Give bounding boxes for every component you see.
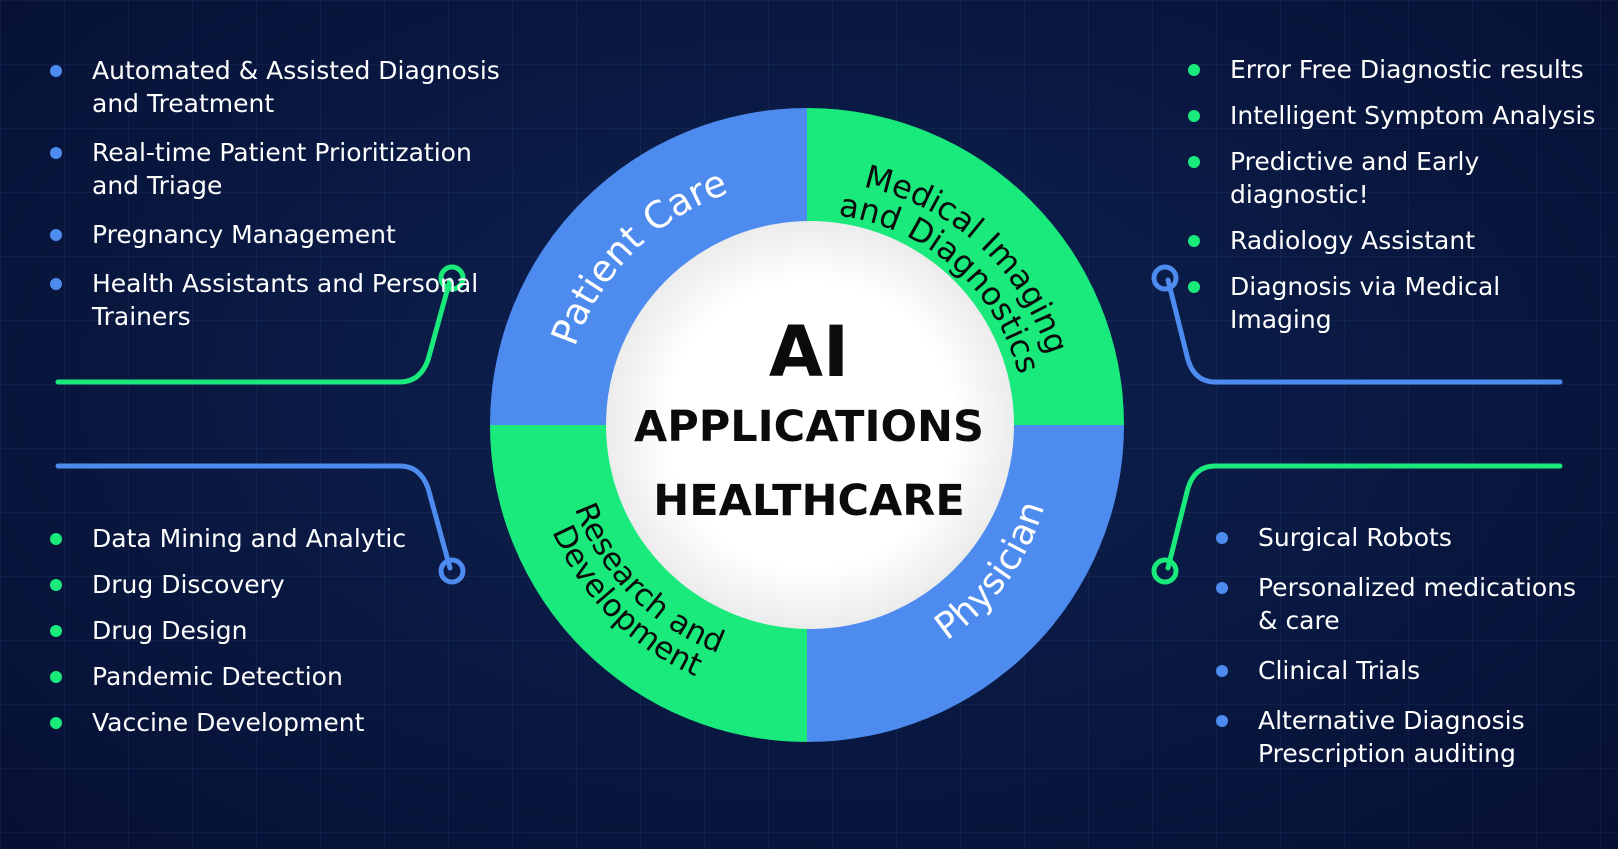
list-item-text: Data Mining and Analytic bbox=[92, 524, 407, 553]
bullet-dot-icon bbox=[1216, 715, 1228, 727]
list-item: Health Assistants and Personal Trainers bbox=[50, 267, 520, 333]
list-item-text: Pandemic Detection bbox=[92, 662, 343, 691]
list-item: Drug Design bbox=[50, 614, 470, 647]
connector-patient-care bbox=[55, 277, 453, 385]
center-title-applications: APPLICATIONS bbox=[633, 402, 985, 452]
list-item: Automated & Assisted Diagnosis and Treat… bbox=[50, 54, 520, 120]
bullet-dot-icon bbox=[50, 671, 62, 683]
connector-physician bbox=[1165, 463, 1563, 571]
list-item: Pregnancy Management bbox=[50, 218, 520, 251]
center-title-ai: AI bbox=[768, 311, 850, 393]
connector-rnd bbox=[55, 463, 453, 571]
list-item: Drug Discovery bbox=[50, 568, 470, 601]
bullet-dot-icon bbox=[50, 229, 62, 241]
list-item: Intelligent Symptom Analysis bbox=[1188, 99, 1608, 132]
bullet-dot-icon bbox=[50, 147, 62, 159]
bullet-dot-icon bbox=[1188, 235, 1200, 247]
patient-care-list: Automated & Assisted Diagnosis and Treat… bbox=[50, 54, 520, 349]
bullet-dot-icon bbox=[1216, 582, 1228, 594]
list-item-text: Radiology Assistant bbox=[1230, 226, 1475, 255]
list-item: Diagnosis via Medical Imaging bbox=[1188, 270, 1608, 336]
list-item-text: Vaccine Development bbox=[92, 708, 365, 737]
list-item: Surgical Robots bbox=[1216, 521, 1596, 554]
list-item: Clinical Trials bbox=[1216, 654, 1596, 687]
bullet-dot-icon bbox=[50, 625, 62, 637]
connector-node-rnd bbox=[438, 557, 466, 585]
list-item-text: Predictive and Early diagnostic! bbox=[1230, 147, 1480, 209]
list-item: Pandemic Detection bbox=[50, 660, 470, 693]
center-title-healthcare: HEALTHCARE bbox=[653, 476, 965, 526]
bullet-dot-icon bbox=[1188, 110, 1200, 122]
list-item: Personalized medications & care bbox=[1216, 571, 1596, 637]
bullet-dot-icon bbox=[50, 717, 62, 729]
list-item: Predictive and Early diagnostic! bbox=[1188, 145, 1608, 211]
list-item-text: Error Free Diagnostic results bbox=[1230, 55, 1584, 84]
list-item: Data Mining and Analytic bbox=[50, 522, 470, 555]
bullet-dot-icon bbox=[50, 533, 62, 545]
list-item-text: Real-time Patient Prioritization and Tri… bbox=[92, 138, 472, 200]
bullet-dot-icon bbox=[1188, 281, 1200, 293]
bullet-dot-icon bbox=[1188, 64, 1200, 76]
physician-list: Surgical Robots Personalized medications… bbox=[1216, 521, 1596, 787]
research-development-list: Data Mining and Analytic Drug Discovery … bbox=[50, 522, 470, 752]
bullet-dot-icon bbox=[1216, 665, 1228, 677]
connector-node-patient-care bbox=[438, 264, 466, 292]
list-item: Real-time Patient Prioritization and Tri… bbox=[50, 136, 520, 202]
connector-imaging bbox=[1165, 277, 1563, 385]
connector-node-physician bbox=[1151, 557, 1179, 585]
list-item: Alternative Diagnosis Prescription audit… bbox=[1216, 704, 1596, 770]
bullet-dot-icon bbox=[50, 579, 62, 591]
list-item-text: Drug Discovery bbox=[92, 570, 285, 599]
list-item-text: Clinical Trials bbox=[1258, 656, 1421, 685]
center-disc bbox=[606, 221, 1014, 629]
list-item: Radiology Assistant bbox=[1188, 224, 1608, 257]
bullet-dot-icon bbox=[1188, 156, 1200, 168]
list-item-text: Health Assistants and Personal Trainers bbox=[92, 269, 479, 331]
list-item-text: Alternative Diagnosis Prescription audit… bbox=[1258, 706, 1525, 768]
list-item: Error Free Diagnostic results bbox=[1188, 53, 1608, 86]
bullet-dot-icon bbox=[1216, 532, 1228, 544]
connector-node-imaging bbox=[1151, 264, 1179, 292]
list-item: Vaccine Development bbox=[50, 706, 470, 739]
list-item-text: Automated & Assisted Diagnosis and Treat… bbox=[92, 56, 500, 118]
imaging-diagnostics-list: Error Free Diagnostic results Intelligen… bbox=[1188, 53, 1608, 349]
list-item-text: Pregnancy Management bbox=[92, 220, 396, 249]
list-item-text: Intelligent Symptom Analysis bbox=[1230, 101, 1596, 130]
list-item-text: Drug Design bbox=[92, 616, 248, 645]
bullet-dot-icon bbox=[50, 278, 62, 290]
bullet-dot-icon bbox=[50, 65, 62, 77]
list-item-text: Diagnosis via Medical Imaging bbox=[1230, 272, 1501, 334]
list-item-text: Surgical Robots bbox=[1258, 523, 1452, 552]
list-item-text: Personalized medications & care bbox=[1258, 573, 1577, 635]
